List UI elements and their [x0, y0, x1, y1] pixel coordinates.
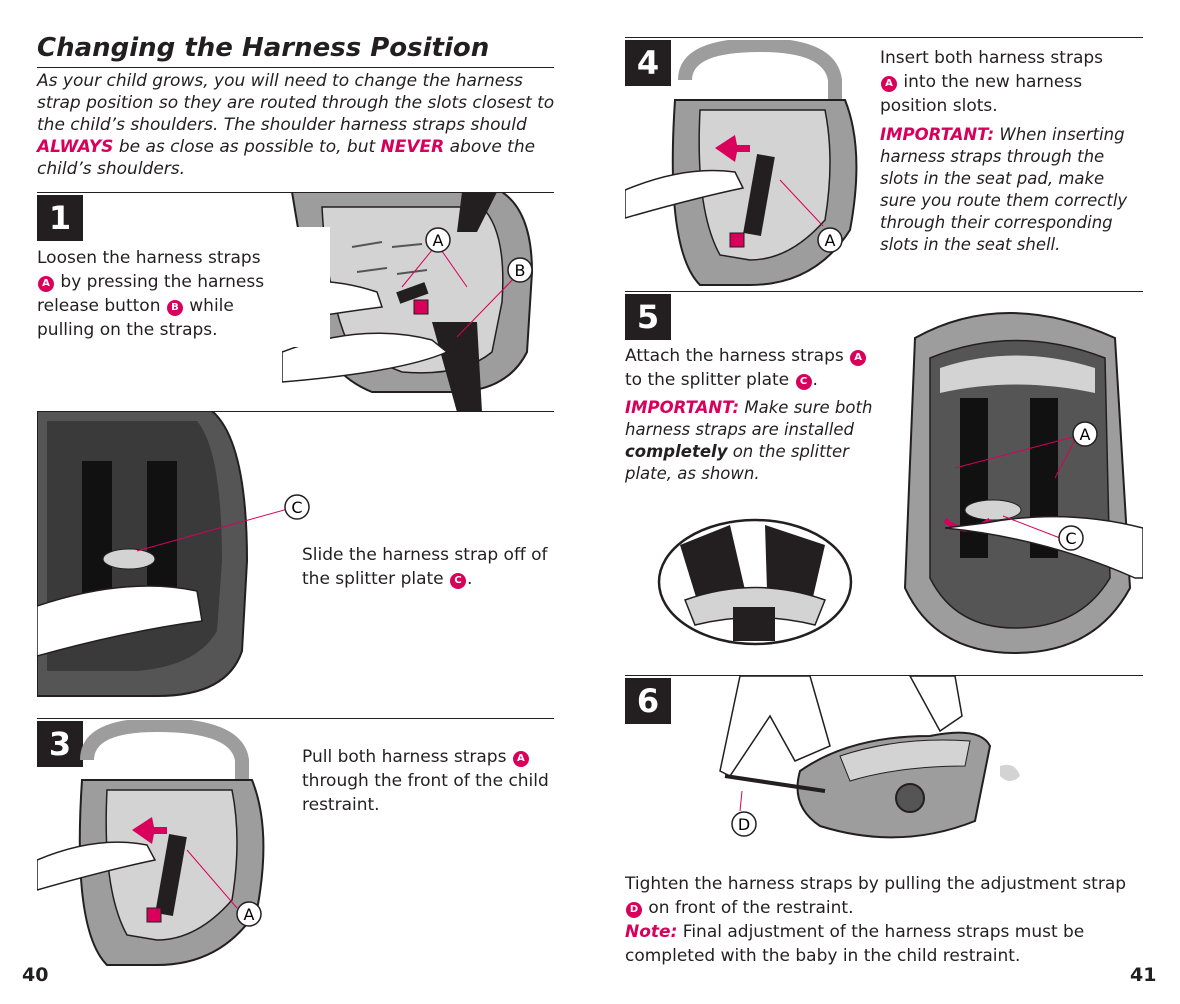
figure-label-b: B [515, 261, 526, 280]
step-2-text: Slide the harness strap off of the split… [302, 543, 552, 591]
intro-always: ALWAYS [37, 137, 114, 157]
step-5-text-a: Attach the harness straps [625, 346, 850, 366]
step-3-illustration: A [37, 720, 265, 966]
title-rule [37, 67, 554, 68]
callout-a: A [512, 751, 529, 767]
note-label: Note: [625, 922, 678, 942]
step-4-important: IMPORTANT: When inserting harness straps… [880, 124, 1142, 256]
step-5-important: IMPORTANT: Make sure both harness straps… [625, 397, 875, 485]
intro-never: NEVER [380, 137, 445, 157]
important-label: IMPORTANT: [880, 125, 995, 144]
step-1-text-b: by pressing the harness release button [37, 272, 265, 316]
step-5-badge: 5 [625, 294, 671, 340]
step-6-text: Tighten the harness straps by pulling th… [625, 872, 1145, 968]
step-3-badge: 3 [37, 721, 83, 767]
step-6-illustration: D [719, 676, 1020, 839]
step-6-rule [625, 675, 1143, 676]
step-5-text: Attach the harness straps A to the split… [625, 344, 880, 392]
intro-text-end: above the child’s shoulders. [37, 137, 536, 179]
step-6-note-text: Final adjustment of the harness straps m… [625, 922, 1085, 966]
step-5-important-bold: completely [625, 442, 728, 461]
important-label: IMPORTANT: [625, 398, 740, 417]
page-title: Changing the Harness Position [37, 33, 490, 63]
callout-c: C [795, 374, 812, 390]
callout-d: D [626, 902, 642, 918]
step-4-text-b: into the new harness position slots. [880, 72, 1083, 116]
figure-label-c: C [291, 498, 302, 517]
figure-label-a: A [433, 231, 444, 250]
step-5-text-b: to the splitter plate [625, 370, 795, 390]
step-2-illustration: C [37, 411, 310, 697]
step-1-badge: 1 [37, 195, 83, 241]
step-2-text-b: . [467, 569, 473, 589]
step-2-rule [37, 411, 554, 412]
page-number-right: 41 [1130, 964, 1157, 986]
figure-label-a: A [825, 231, 836, 250]
step-1-text-c: while pulling on the straps. [37, 296, 234, 340]
step-1-text: Loosen the harness straps A by pressing … [37, 246, 282, 342]
step-4-rule [625, 37, 1143, 38]
figure-label-c: C [1065, 529, 1076, 548]
step-1-text-a: Loosen the harness straps [37, 248, 261, 268]
page-number-left: 40 [22, 964, 49, 986]
step-2-text-a: Slide the harness strap off of the split… [302, 545, 548, 589]
callout-a: A [38, 276, 54, 292]
step-4-text: Insert both harness straps A into the ne… [880, 46, 1142, 118]
figure-label-d: D [738, 815, 750, 834]
step-6-text-b: on front of the restraint. [643, 898, 854, 918]
step-4-important-text: When inserting harness straps through th… [880, 125, 1128, 254]
step-4-text-a: Insert both harness straps [880, 48, 1104, 68]
figure-label-a: A [244, 905, 255, 924]
callout-a: A [881, 76, 897, 92]
step-5-text-c: . [812, 370, 818, 390]
step-3-rule [37, 718, 554, 719]
step-5-splitter-detail [657, 518, 853, 646]
intro-text-mid: be as close as possible to, but [113, 137, 381, 157]
callout-c: C [450, 573, 467, 589]
step-6-badge: 6 [625, 678, 671, 724]
intro-text: As your child grows, you will need to ch… [37, 71, 555, 135]
callout-a: A [850, 350, 867, 366]
step-3-text: Pull both harness straps A through the f… [302, 745, 552, 817]
step-5-illustration: A C [903, 312, 1143, 655]
step-5-important-pre: Make sure both harness straps are instal… [625, 398, 873, 439]
step-5-important-post: on the splitter plate, as shown. [625, 442, 849, 483]
figure-label-a: A [1080, 425, 1091, 444]
step-6-text-a: Tighten the harness straps by pulling th… [625, 874, 1127, 894]
step-3-text-b: through the front of the child restraint… [302, 771, 549, 815]
step-4-illustration: A [625, 40, 858, 286]
intro-paragraph: As your child grows, you will need to ch… [37, 70, 557, 180]
step-5-rule [625, 291, 1143, 292]
step-1-illustration: A B [282, 192, 534, 412]
step-4-badge: 4 [625, 40, 671, 86]
callout-b: B [166, 300, 183, 316]
step-3-text-a: Pull both harness straps [302, 747, 512, 767]
